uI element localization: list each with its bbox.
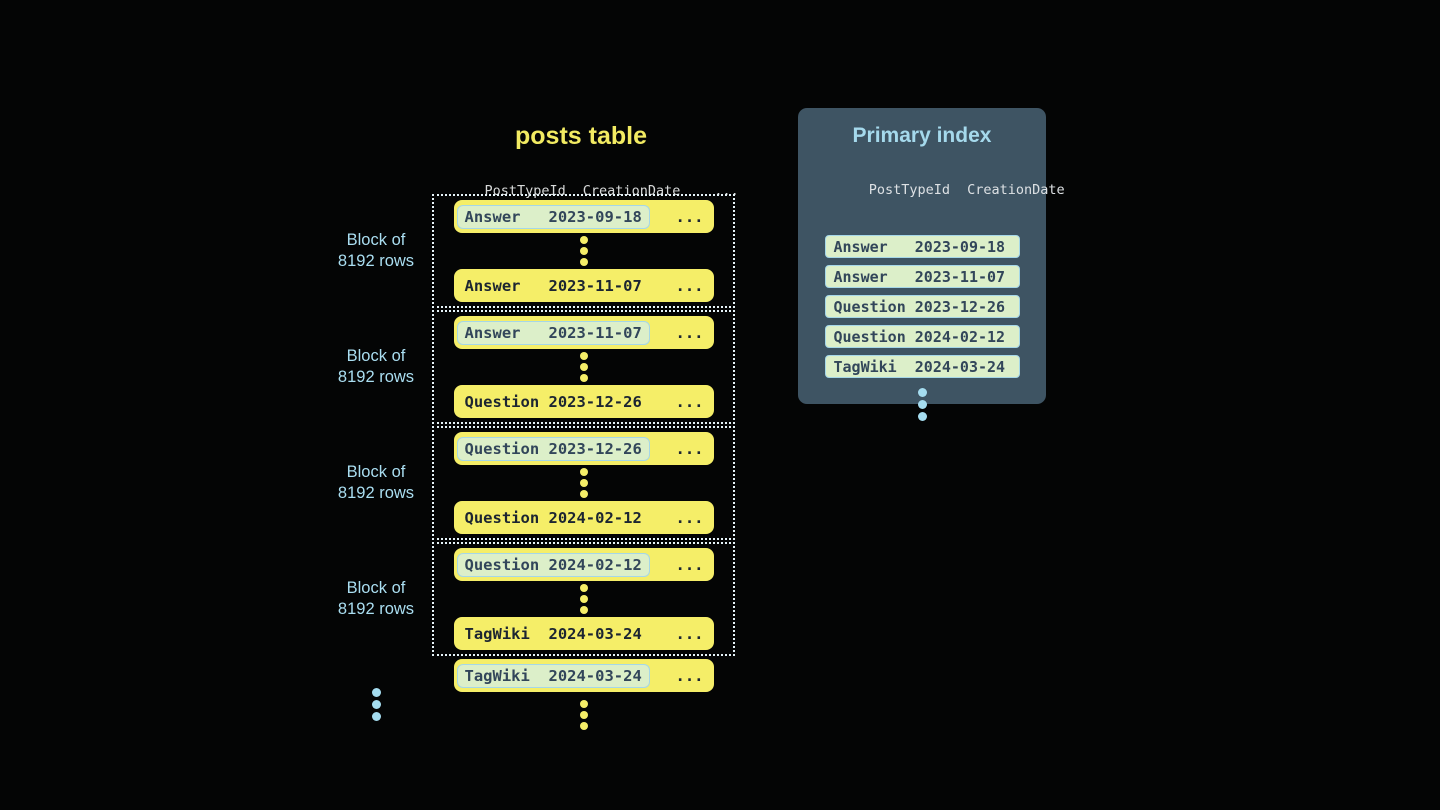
more-blocks-dots — [371, 685, 381, 724]
block-label-line1: Block of — [346, 579, 406, 597]
block-label-line1: Block of — [346, 463, 406, 481]
cell-creationdate: 2024-03-24 — [914, 357, 1006, 376]
block-1-label: Block of 8192 rows — [330, 230, 422, 272]
block-label-line1: Block of — [346, 347, 406, 365]
cell-creationdate: 2024-02-12 — [914, 327, 1006, 346]
block-3-label: Block of 8192 rows — [330, 462, 422, 504]
row-ellipsis: ... — [675, 555, 704, 574]
index-mark-highlight: Question 2023-12-26 — [456, 436, 650, 461]
table-row-block1-first: Answer 2023-09-18 ... — [453, 200, 714, 233]
cell-creationdate: 2023-12-26 — [914, 297, 1006, 316]
rows-omitted-dots — [579, 233, 588, 269]
block-2: Block of 8192 rows Answer 2023-11-07 ... … — [330, 310, 735, 424]
row-fields: Answer 2023-11-07 — [457, 274, 650, 298]
cell-creationdate: 2024-03-24 — [548, 666, 642, 685]
index-mark-highlight: Answer 2023-09-18 — [456, 204, 650, 229]
row-fields: Question 2023-12-26 — [457, 390, 650, 414]
row-ellipsis: ... — [675, 276, 704, 295]
index-mark-highlight: Answer 2023-11-07 — [456, 320, 650, 345]
index-entry: Answer 2023-09-18 — [824, 235, 1020, 258]
cell-posttypeid: Answer — [464, 323, 521, 342]
row-ellipsis: ... — [675, 439, 704, 458]
block-1-box: Answer 2023-09-18 ... Answer 2023-11-07 ..… — [432, 194, 735, 308]
index-header-posttypeid: PostTypeId — [868, 182, 951, 198]
cell-posttypeid: Question — [833, 297, 906, 316]
rows-omitted-dots — [579, 465, 588, 501]
table-row-block2-last: Question 2023-12-26 ... — [453, 385, 714, 418]
cell-posttypeid: Answer — [464, 207, 521, 226]
rows-omitted-dots — [579, 581, 588, 617]
cell-posttypeid: Question — [833, 327, 906, 346]
index-mark-highlight: Question 2024-02-12 — [456, 552, 650, 577]
block-4: Block of 8192 rows Question 2024-02-12 ..… — [330, 542, 735, 656]
row-ellipsis: ... — [675, 508, 704, 527]
posts-table-blocks: Block of 8192 rows Answer 2023-09-18 ... … — [330, 194, 735, 733]
row-ellipsis: ... — [675, 323, 704, 342]
table-row-block3-last: Question 2024-02-12 ... — [453, 501, 714, 534]
row-ellipsis: ... — [675, 392, 704, 411]
row-fields: TagWiki 2024-03-24 — [457, 622, 650, 646]
cell-posttypeid: TagWiki — [464, 666, 530, 685]
cell-posttypeid: Question — [464, 508, 540, 527]
next-block-preview: TagWiki 2024-03-24 ... — [432, 659, 735, 733]
block-label-line2: 8192 rows — [337, 368, 415, 386]
index-header-creationdate: CreationDate — [967, 182, 1065, 198]
cell-posttypeid: Question — [464, 439, 540, 458]
table-row-block3-first: Question 2023-12-26 ... — [453, 432, 714, 465]
block-2-label: Block of 8192 rows — [330, 346, 422, 388]
primary-index-panel: Primary index PostTypeId CreationDate Ans… — [798, 108, 1065, 421]
cell-creationdate: 2023-12-26 — [548, 392, 642, 411]
block-label-line2: 8192 rows — [337, 600, 415, 618]
table-row-block2-first: Answer 2023-11-07 ... — [453, 316, 714, 349]
cell-creationdate: 2023-09-18 — [548, 207, 642, 226]
cell-creationdate: 2023-11-07 — [548, 276, 642, 295]
cell-creationdate: 2024-02-12 — [548, 555, 642, 574]
table-row-block1-last: Answer 2023-11-07 ... — [453, 269, 714, 302]
block-label-line2: 8192 rows — [337, 252, 415, 270]
cell-creationdate: 2023-11-07 — [548, 323, 642, 342]
cell-posttypeid: Answer — [833, 267, 888, 286]
table-row-block4-first: Question 2024-02-12 ... — [453, 548, 714, 581]
cell-creationdate: 2024-02-12 — [548, 508, 642, 527]
primary-index-rows: Answer 2023-09-18 Answer 2023-11-07 Questi… — [824, 235, 1020, 378]
index-entries-omitted-dots — [798, 388, 1046, 421]
cell-posttypeid: Question — [464, 555, 540, 574]
cell-creationdate: 2024-03-24 — [548, 624, 642, 643]
index-mark-highlight: TagWiki 2024-03-24 — [456, 663, 650, 688]
row-ellipsis: ... — [675, 666, 704, 685]
cell-posttypeid: TagWiki — [464, 624, 530, 643]
block-3: Block of 8192 rows Question 2023-12-26 ..… — [330, 426, 735, 540]
table-row-next-block-first: TagWiki 2024-03-24 ... — [453, 659, 714, 692]
row-ellipsis: ... — [675, 207, 704, 226]
index-entry: TagWiki 2024-03-24 — [824, 355, 1020, 378]
row-ellipsis: ... — [675, 624, 704, 643]
block-label-line1: Block of — [346, 231, 406, 249]
table-row-block4-last: TagWiki 2024-03-24 ... — [453, 617, 714, 650]
index-entry: Question 2023-12-26 — [824, 295, 1020, 318]
blocks-continuation: TagWiki 2024-03-24 ... — [330, 659, 735, 733]
block-2-box: Answer 2023-11-07 ... Question 2023-12-26 … — [432, 310, 735, 424]
cell-posttypeid: TagWiki — [833, 357, 897, 376]
rows-omitted-dots — [579, 697, 588, 733]
block-4-box: Question 2024-02-12 ... TagWiki 2024-03-24… — [432, 542, 735, 656]
index-entry: Question 2024-02-12 — [824, 325, 1020, 348]
posts-table-title: posts table — [515, 122, 647, 150]
cell-posttypeid: Answer — [833, 237, 888, 256]
cell-creationdate: 2023-11-07 — [914, 267, 1006, 286]
rows-omitted-dots — [579, 349, 588, 385]
more-blocks-dots-area — [330, 659, 422, 733]
cell-creationdate: 2023-12-26 — [548, 439, 642, 458]
row-fields: Question 2024-02-12 — [457, 506, 650, 530]
block-4-label: Block of 8192 rows — [330, 578, 422, 620]
primary-index-column-headers: PostTypeId CreationDate — [798, 166, 1065, 214]
index-entry: Answer 2023-11-07 — [824, 265, 1020, 288]
cell-posttypeid: Answer — [464, 276, 521, 295]
primary-index-title: Primary index — [852, 124, 992, 147]
block-1: Block of 8192 rows Answer 2023-09-18 ... … — [330, 194, 735, 308]
cell-creationdate: 2023-09-18 — [914, 237, 1006, 256]
block-label-line2: 8192 rows — [337, 484, 415, 502]
block-3-box: Question 2023-12-26 ... Question 2024-02-1… — [432, 426, 735, 540]
cell-posttypeid: Question — [464, 392, 540, 411]
